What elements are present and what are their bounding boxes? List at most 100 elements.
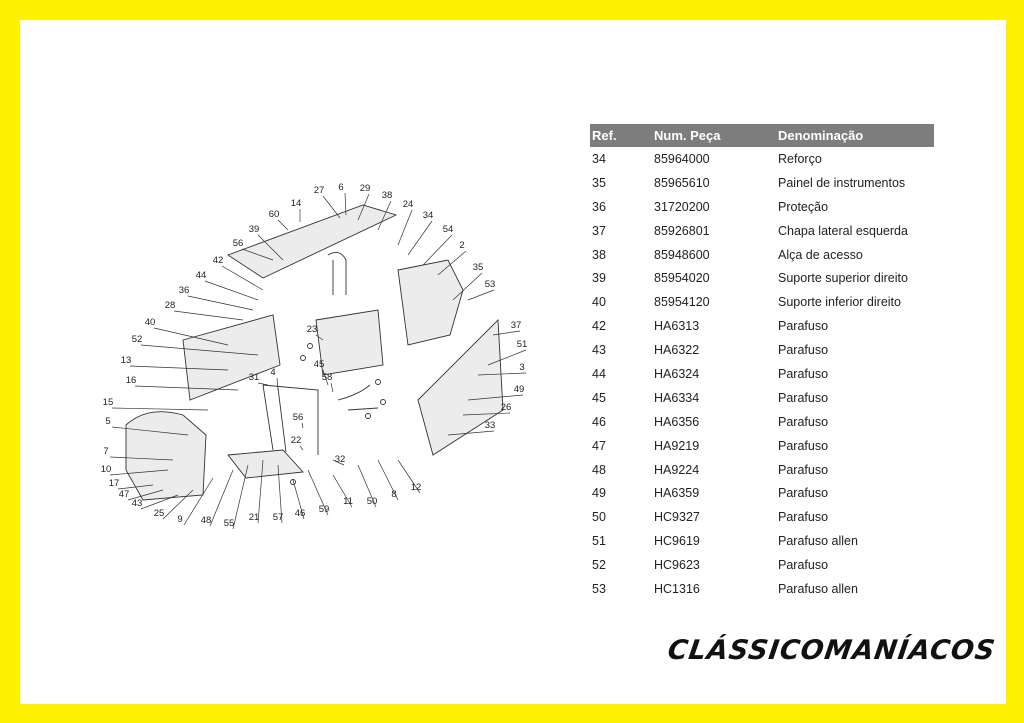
ref-cell: 48 (592, 462, 606, 477)
callout-leader-line (477, 372, 527, 376)
callout-number: 8 (391, 489, 396, 500)
part-number-cell: HC9327 (654, 510, 700, 525)
callout-number: 56 (293, 412, 304, 423)
part-number-cell: HA6322 (654, 343, 700, 358)
access-handle (327, 251, 347, 295)
callout-number: 57 (273, 512, 284, 523)
callout-number: 26 (501, 402, 512, 413)
callout-leader-line (437, 250, 467, 276)
description-cell: Parafuso (778, 366, 829, 381)
callout-number: 34 (423, 210, 434, 221)
description-cell: Parafuso (778, 462, 829, 477)
callout-leader-line (330, 382, 334, 393)
floor-plate (227, 449, 304, 479)
part-number-cell: HA6334 (654, 390, 700, 405)
part-number-cell: 85948600 (654, 247, 710, 262)
ref-cell: 38 (592, 247, 606, 262)
callout-number: 55 (224, 518, 235, 529)
callout-number: 10 (101, 464, 112, 475)
callout-number: 29 (360, 183, 371, 194)
callout-leader-line (277, 464, 283, 524)
callout-number: 59 (319, 504, 330, 515)
ref-cell: 47 (592, 438, 606, 453)
callout-leader-line (127, 489, 164, 501)
ref-cell: 40 (592, 295, 606, 310)
callout-number: 35 (473, 262, 484, 273)
callout-leader-line (232, 464, 249, 530)
part-number-cell: HA6313 (654, 319, 700, 334)
callout-leader-line (397, 459, 421, 494)
bolt (290, 479, 296, 485)
ref-cell: 36 (592, 199, 606, 214)
description-cell: Proteção (778, 199, 829, 214)
callout-number: 21 (249, 512, 260, 523)
callout-leader-line (344, 192, 347, 216)
seat-frame (262, 384, 319, 455)
callout-leader-line (187, 295, 254, 311)
ref-cell: 37 (592, 223, 606, 238)
callout-leader-line (322, 369, 329, 386)
part-number-cell: HA6359 (654, 486, 700, 501)
callout-number: 42 (213, 255, 224, 266)
callout-leader-line (422, 234, 453, 266)
callout-leader-line (322, 195, 341, 219)
brand-logo: CLÁSSICOMANÍACOS (665, 635, 998, 666)
callout-number: 23 (307, 324, 318, 335)
callout-number: 32 (335, 454, 346, 465)
callout-leader-line (134, 385, 239, 391)
ref-cell: 49 (592, 486, 606, 501)
callout-number: 53 (485, 279, 496, 290)
bolt (375, 379, 381, 385)
callout-leader-line (377, 459, 399, 501)
callout-leader-line (299, 445, 304, 451)
callout-leader-line (173, 310, 244, 321)
callout-number: 33 (485, 420, 496, 431)
ref-cell: 50 (592, 510, 606, 525)
right-cowl (397, 259, 464, 346)
callout-number: 2 (459, 240, 464, 251)
callout-number: 37 (511, 320, 522, 331)
callout-leader-line (111, 426, 189, 436)
front-hood (125, 411, 207, 501)
ref-cell: 51 (592, 534, 606, 549)
description-cell: Painel de instrumentos (778, 175, 906, 190)
ref-cell: 34 (592, 151, 606, 166)
part-number-cell: 85926801 (654, 223, 710, 238)
callout-leader-line (129, 365, 229, 371)
callout-leader-line (332, 474, 353, 508)
callout-number: 3 (519, 362, 524, 373)
callout-number: 25 (154, 508, 165, 519)
ref-cell: 39 (592, 271, 606, 286)
description-cell: Parafuso (778, 343, 829, 358)
part-number-cell: HC9623 (654, 558, 700, 573)
callout-leader-line (301, 422, 304, 429)
description-cell: Parafuso (778, 319, 829, 334)
callout-leader-line (276, 377, 279, 391)
part-number-cell: 85954120 (654, 295, 710, 310)
part-number-cell: HA6324 (654, 366, 700, 381)
callout-number: 56 (233, 238, 244, 249)
callout-number: 49 (514, 384, 525, 395)
callout-number: 9 (177, 514, 182, 525)
callout-number: 12 (411, 482, 422, 493)
callout-leader-line (140, 494, 179, 510)
callout-leader-line (117, 484, 154, 490)
callout-number: 54 (443, 224, 454, 235)
callout-leader-line (277, 219, 289, 231)
header-description: Denominação (776, 124, 934, 147)
callout-leader-line (357, 464, 377, 508)
ref-cell: 35 (592, 175, 606, 190)
